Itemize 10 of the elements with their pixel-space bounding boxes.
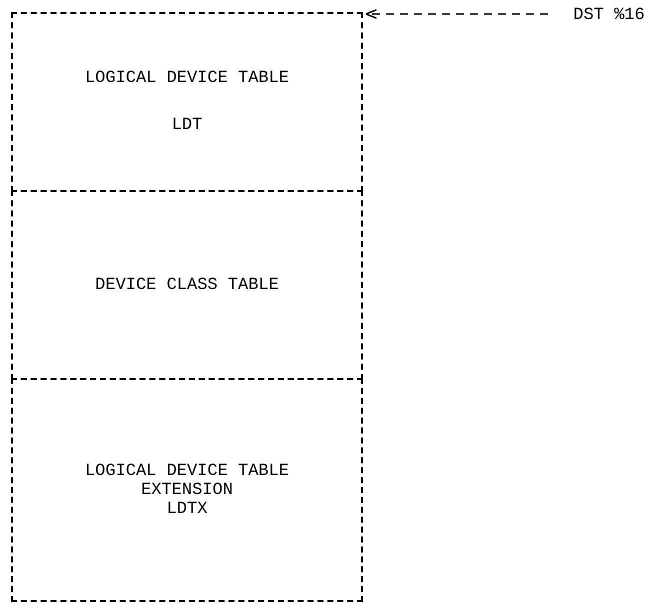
table-section [11, 378, 363, 602]
table-section [11, 190, 363, 380]
table-section [11, 12, 363, 192]
arrow [365, 9, 548, 19]
section-title: LDTX [166, 500, 208, 518]
pointer-label: DST %16 [573, 6, 645, 24]
section-title: LOGICAL DEVICE TABLE EXTENSION [84, 462, 290, 500]
section-title: LDT [172, 116, 202, 135]
section-title: LOGICAL DEVICE TABLE [84, 69, 290, 88]
section-title: DEVICE CLASS TABLE [95, 276, 279, 294]
